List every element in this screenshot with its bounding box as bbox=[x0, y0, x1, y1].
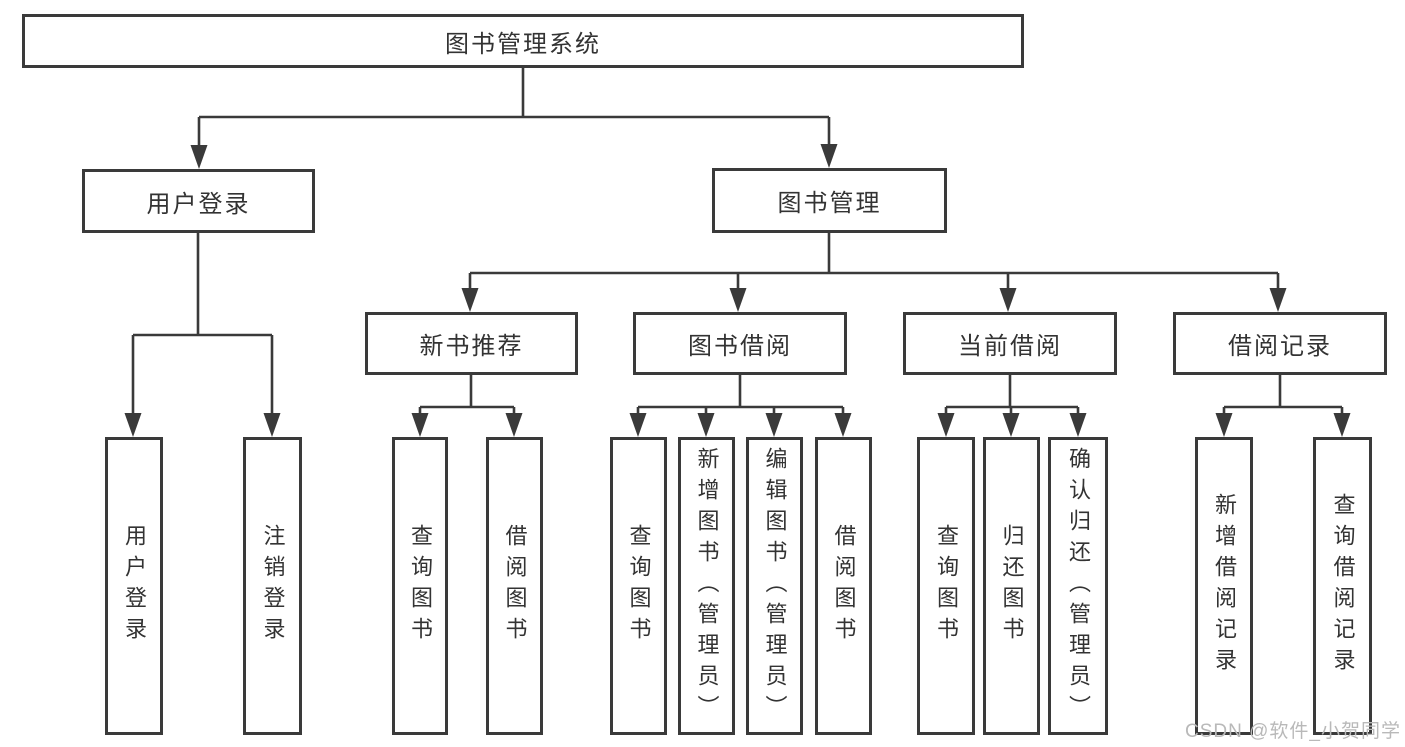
node-label: 图书借阅 bbox=[688, 333, 792, 360]
node-label: 借阅记录 bbox=[1228, 333, 1332, 360]
node-label: 图书管理系统 bbox=[445, 30, 601, 58]
node-label: 用户登录 bbox=[122, 524, 147, 648]
node-label: 确认归还（管理员） bbox=[1066, 446, 1091, 726]
node-label: 归还图书 bbox=[999, 524, 1025, 648]
node-leaf-add-borrow-rec: 新增借阅记录 bbox=[1195, 437, 1253, 735]
node-label: 查询图书 bbox=[408, 524, 433, 648]
arrowhead-icon bbox=[1215, 413, 1233, 437]
node-label: 编辑图书（管理员） bbox=[762, 446, 788, 726]
node-label: 查询图书 bbox=[626, 524, 652, 648]
node-leaf-borrow-book-1: 借阅图书 bbox=[486, 437, 543, 735]
arrowhead-icon bbox=[729, 288, 747, 312]
arrowhead-icon bbox=[190, 145, 208, 169]
node-leaf-confirm-return: 确认归还（管理员） bbox=[1048, 437, 1108, 735]
node-leaf-query-book-1: 查询图书 bbox=[392, 437, 448, 735]
node-leaf-query-borrow-rec: 查询借阅记录 bbox=[1313, 437, 1372, 735]
node-root: 图书管理系统 bbox=[22, 14, 1024, 68]
arrowhead-icon bbox=[765, 413, 783, 437]
arrowhead-icon bbox=[124, 413, 142, 437]
node-label: 查询借阅记录 bbox=[1330, 493, 1356, 679]
node-leaf-query-book-2: 查询图书 bbox=[610, 437, 667, 735]
node-label: 新书推荐 bbox=[419, 333, 524, 360]
node-label: 图书管理 bbox=[777, 190, 882, 217]
arrowhead-icon bbox=[697, 413, 715, 437]
node-label: 新增图书（管理员） bbox=[694, 446, 720, 726]
node-leaf-query-book-3: 查询图书 bbox=[917, 437, 975, 735]
node-leaf-add-book-admin: 新增图书（管理员） bbox=[678, 437, 735, 735]
node-book-management: 图书管理 bbox=[712, 168, 947, 233]
node-label: 用户登录 bbox=[146, 190, 251, 218]
node-book-borrowing: 图书借阅 bbox=[633, 312, 847, 375]
arrowhead-icon bbox=[1069, 413, 1087, 437]
arrowhead-icon bbox=[1333, 413, 1351, 437]
node-current-borrowing: 当前借阅 bbox=[903, 312, 1117, 375]
node-leaf-return-book: 归还图书 bbox=[983, 437, 1040, 735]
node-label: 当前借阅 bbox=[958, 333, 1062, 360]
arrowhead-icon bbox=[461, 288, 479, 312]
arrowhead-icon bbox=[505, 413, 523, 437]
node-label: 注销登录 bbox=[260, 524, 286, 648]
node-label: 借阅图书 bbox=[502, 524, 528, 648]
arrowhead-icon bbox=[411, 413, 429, 437]
node-label: 新增借阅记录 bbox=[1212, 493, 1237, 679]
node-label: 查询图书 bbox=[934, 524, 959, 648]
arrowhead-icon bbox=[263, 413, 281, 437]
node-leaf-edit-book-admin: 编辑图书（管理员） bbox=[746, 437, 803, 735]
arrowhead-icon bbox=[820, 144, 838, 168]
arrowhead-icon bbox=[629, 413, 647, 437]
watermark: CSDN @软件_小贺同学 bbox=[1185, 721, 1401, 742]
node-new-book-recommend: 新书推荐 bbox=[365, 312, 578, 375]
node-leaf-user-login: 用户登录 bbox=[105, 437, 163, 735]
arrowhead-icon bbox=[999, 288, 1017, 312]
arrowhead-icon bbox=[937, 413, 955, 437]
arrowhead-icon bbox=[834, 413, 852, 437]
node-leaf-logout: 注销登录 bbox=[243, 437, 302, 735]
node-borrowing-records: 借阅记录 bbox=[1173, 312, 1387, 375]
node-leaf-borrow-book-2: 借阅图书 bbox=[815, 437, 872, 735]
node-label: 借阅图书 bbox=[831, 524, 857, 648]
arrowhead-icon bbox=[1002, 413, 1020, 437]
arrowhead-icon bbox=[1269, 288, 1287, 312]
node-user-login: 用户登录 bbox=[82, 169, 315, 233]
